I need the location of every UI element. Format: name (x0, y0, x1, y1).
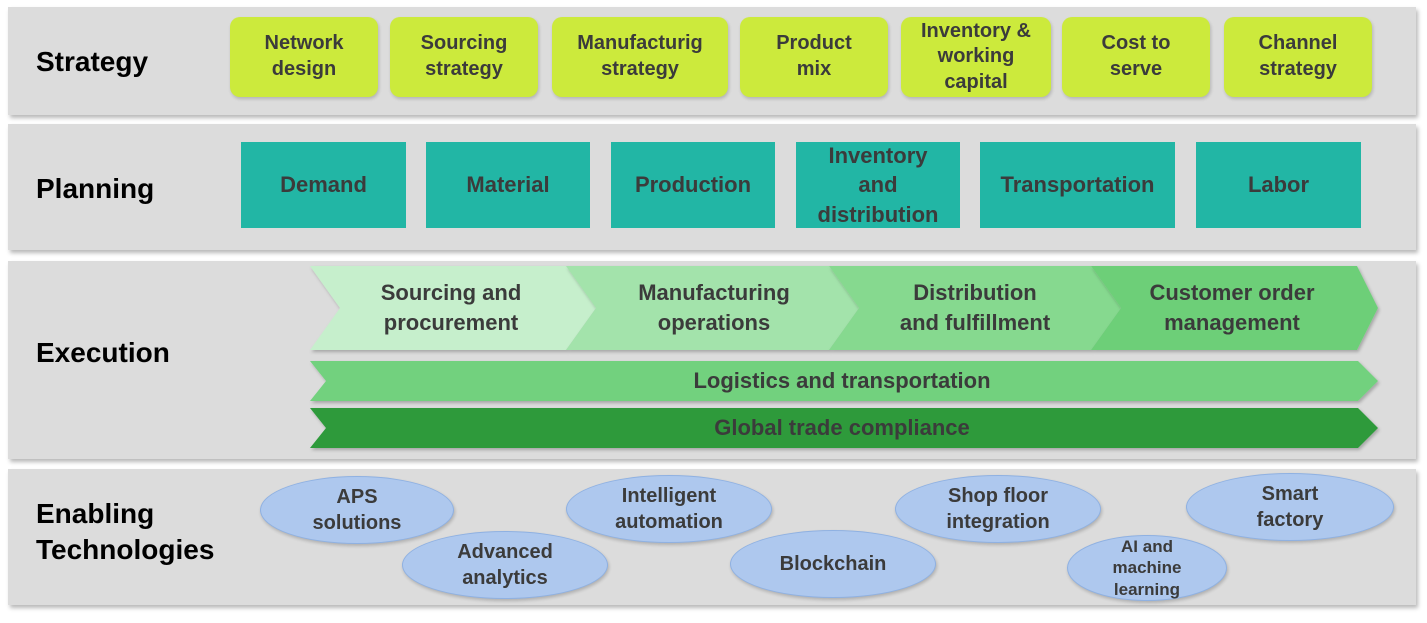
strategy-item-inventory-working-capital: Inventory & working capital (901, 17, 1051, 97)
tech-intelligent-automation: Intelligent automation (566, 475, 772, 543)
strategy-title: Strategy (36, 46, 149, 77)
chevron-label-customer-order: Customer order management (1149, 280, 1315, 335)
planning-item-material: Material (426, 142, 590, 228)
strategy-item-network-design: Network design (230, 17, 378, 97)
strategy-item-manufacturing-strategy: Manufacturig strategy (552, 17, 728, 97)
bar-global-trade (310, 408, 1378, 448)
tech-ai-machine-learning: AI and machine learning (1067, 535, 1227, 601)
chevron-manufacturing (566, 266, 859, 350)
chevron-distribution (829, 266, 1121, 350)
bar-label-global-trade: Global trade compliance (714, 415, 970, 441)
tech-aps-solutions: APS solutions (260, 476, 454, 544)
tech-shop-floor-integration: Shop floor integration (895, 475, 1101, 543)
strategy-item-sourcing-strategy: Sourcing strategy (390, 17, 538, 97)
chevron-label-manufacturing: Manufacturing operations (638, 280, 790, 335)
bar-label-logistics: Logistics and transportation (693, 368, 991, 394)
tech-advanced-analytics: Advanced analytics (402, 531, 608, 599)
chevron-label-sourcing: Sourcing and procurement (380, 280, 522, 335)
bar-logistics (310, 361, 1378, 401)
strategy-item-product-mix: Product mix (740, 17, 888, 97)
chevron-label-distribution: Distribution and fulfillment (899, 280, 1051, 335)
tech-smart-factory: Smart factory (1186, 473, 1394, 541)
enabling-title: Enabling Technologies (36, 498, 215, 566)
planning-title: Planning (36, 173, 155, 204)
planning-item-labor: Labor (1196, 142, 1361, 228)
planning-item-production: Production (611, 142, 775, 228)
strategy-item-channel-strategy: Channel strategy (1224, 17, 1372, 97)
planning-item-transportation: Transportation (980, 142, 1175, 228)
chevron-sourcing (310, 266, 596, 350)
execution-title: Execution (36, 337, 170, 368)
tech-blockchain: Blockchain (730, 530, 936, 598)
chevron-customer-order (1091, 266, 1378, 350)
planning-item-demand: Demand (241, 142, 406, 228)
strategy-item-cost-to-serve: Cost to serve (1062, 17, 1210, 97)
planning-item-inventory-distribution: Inventory and distribution (796, 142, 960, 228)
